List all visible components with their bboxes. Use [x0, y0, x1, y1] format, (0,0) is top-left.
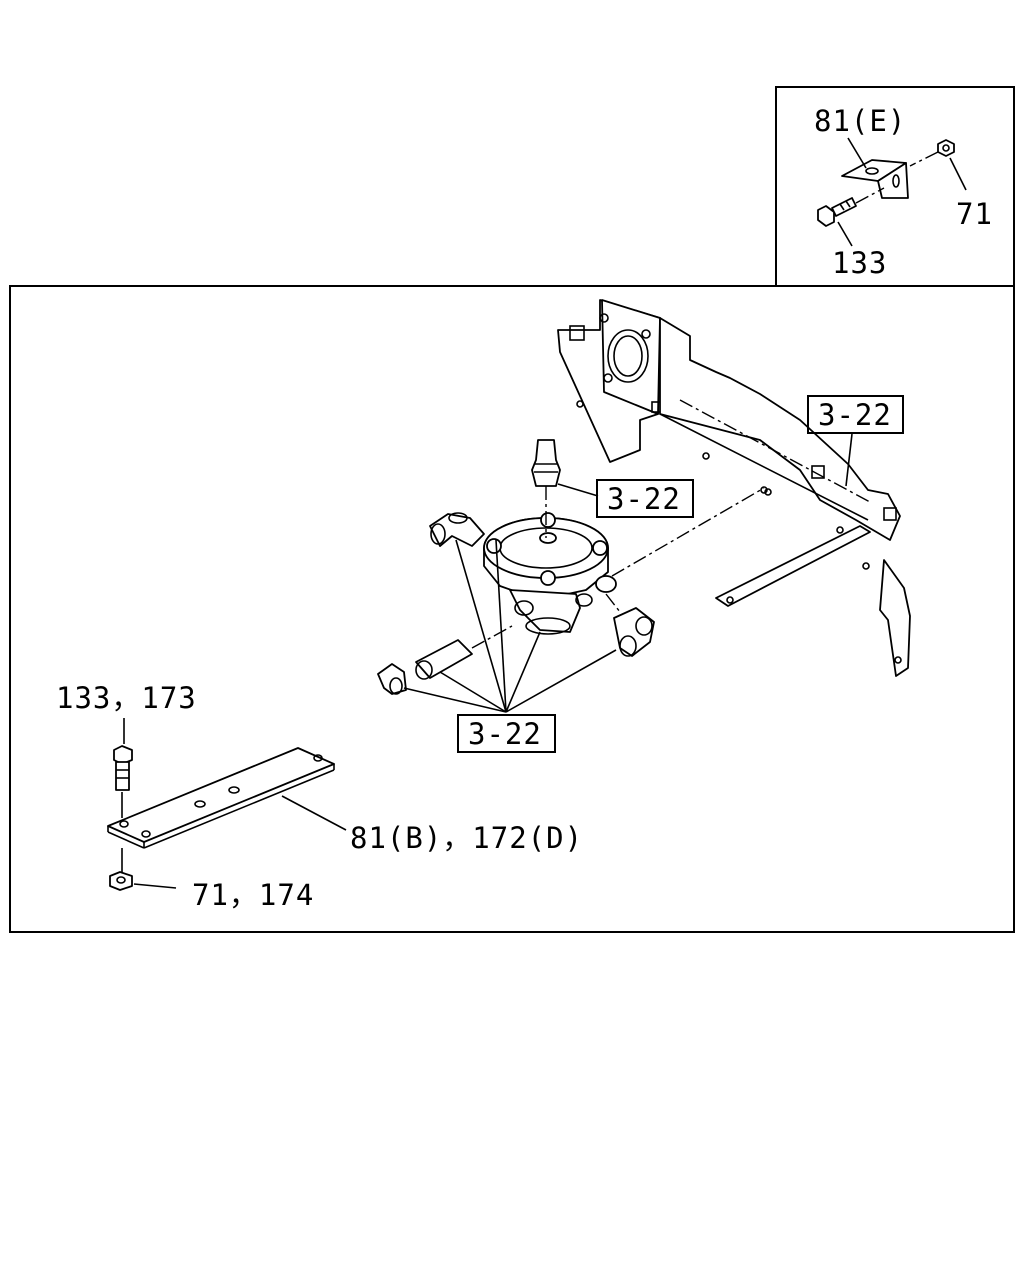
ref-box-frame: 3-22	[807, 395, 904, 434]
straight-fitting-part	[415, 625, 513, 680]
label-bolt-133-173: 133，173	[56, 681, 197, 715]
valve-body-part	[483, 512, 617, 635]
inset-label-bracket: 81(E)	[814, 104, 906, 138]
ref-label-bottom-fittings: 3-22	[468, 717, 542, 751]
inset-nut-part	[909, 139, 955, 167]
inset-label-bolt: 133	[832, 246, 887, 280]
label-plate-81b-172d: 81(B)，172(D)	[350, 821, 583, 855]
inset-panel: 81(E) 71 133	[775, 86, 1015, 287]
ref-box-bottom-fittings: 3-22	[457, 714, 556, 753]
elbow-fitting-lower-part	[377, 663, 407, 695]
elbow-fitting-right-part	[605, 593, 655, 657]
plate-81b-part	[107, 747, 335, 849]
elbow-fitting-upper-part	[429, 512, 485, 547]
frame-bracket-part	[557, 299, 911, 677]
label-nut-71-174: 71，174	[192, 878, 314, 912]
plate-nut-part	[109, 848, 133, 891]
main-panel: 3-22 3-22 3-22	[9, 285, 1015, 933]
plate-bolt-part	[113, 745, 133, 818]
inset-bolt-part	[817, 187, 885, 227]
ref-box-top-fitting: 3-22	[596, 479, 694, 518]
inset-bracket-part	[841, 159, 909, 199]
ref-label-frame: 3-22	[818, 398, 892, 432]
inset-label-nut: 71	[956, 197, 993, 231]
top-fitting-part	[531, 439, 561, 538]
ref-label-top-fitting: 3-22	[607, 482, 681, 516]
